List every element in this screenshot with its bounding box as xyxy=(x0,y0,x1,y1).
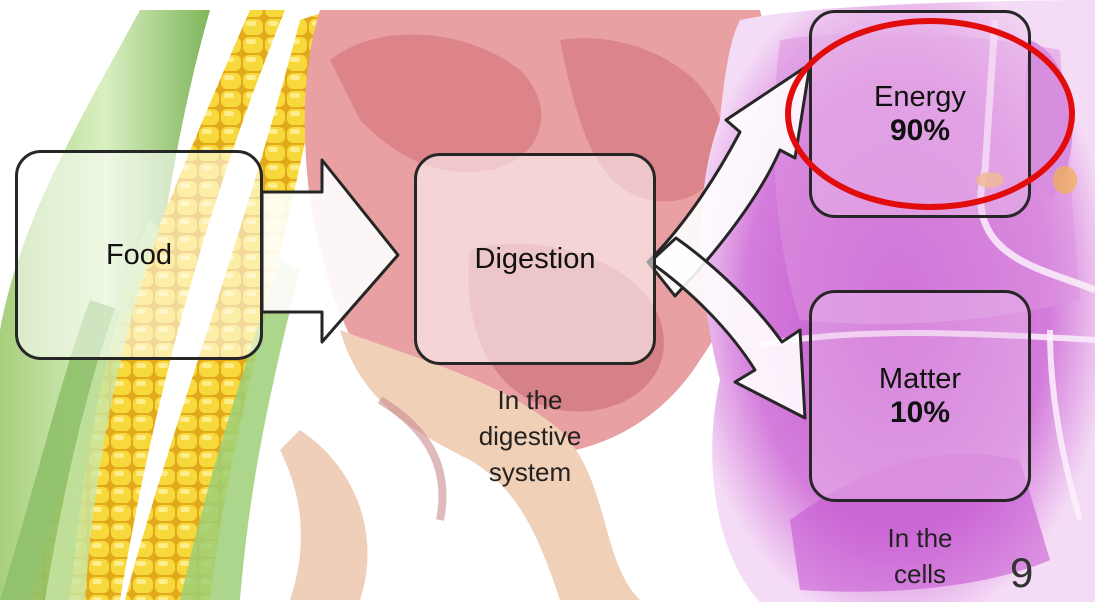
cells-caption: In the cells xyxy=(845,520,995,592)
digestive-system-caption: In the digestive system xyxy=(430,382,630,490)
energy-percent: 90% xyxy=(890,114,950,148)
energy-box: Energy 90% xyxy=(809,10,1031,218)
matter-box: Matter 10% xyxy=(809,290,1031,502)
page-number: 9 xyxy=(1010,548,1033,598)
energy-label: Energy xyxy=(874,80,966,114)
food-box: Food xyxy=(15,150,263,360)
matter-label: Matter xyxy=(879,362,961,396)
food-label: Food xyxy=(106,238,172,272)
digestion-label: Digestion xyxy=(475,242,596,276)
matter-percent: 10% xyxy=(890,396,950,430)
digestion-box: Digestion xyxy=(414,153,656,365)
